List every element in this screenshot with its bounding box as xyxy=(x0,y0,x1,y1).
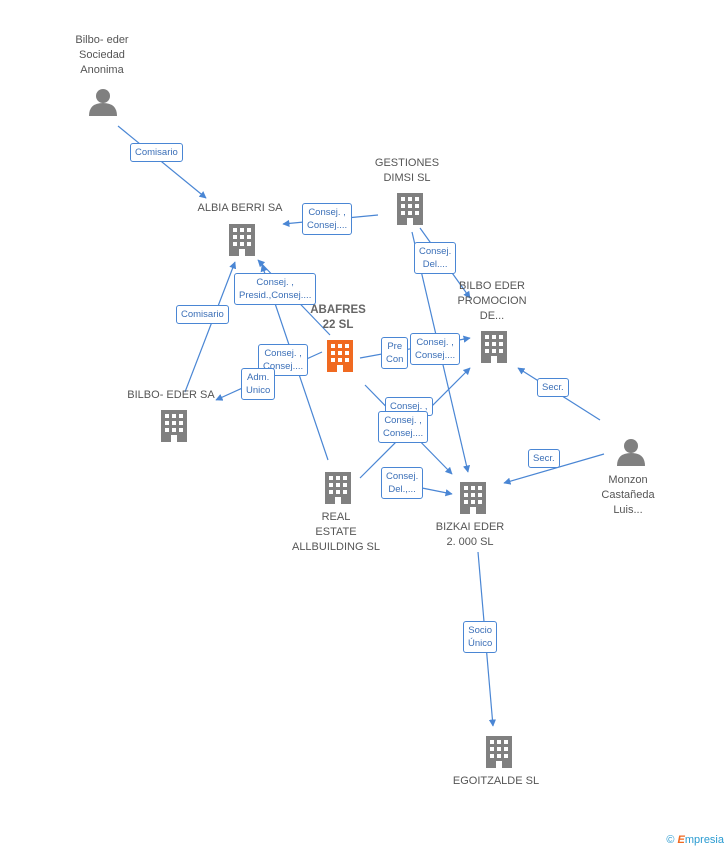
edges xyxy=(117,125,605,727)
edge-comisario-top xyxy=(117,125,207,199)
label-line: REAL xyxy=(321,511,351,523)
node-label-bilbo-eder-promocion[interactable]: BILBO EDER PROMOCION DE... xyxy=(457,279,526,324)
edge-label-line: Consej.... xyxy=(383,428,424,439)
node-label-egoitzalde[interactable]: EGOITZALDE SL xyxy=(453,774,539,789)
edge-label-line: Unico xyxy=(246,385,271,396)
edge-label-line: Del.,... xyxy=(388,484,416,495)
edge-label-line: Socio xyxy=(468,625,493,636)
edge-label-secr[interactable]: Secr. xyxy=(528,449,560,468)
node-label-bizkai-eder[interactable]: BIZKAI EDER 2. 000 SL xyxy=(436,520,504,550)
label-line: Luis... xyxy=(613,504,643,516)
edge-label-line: Presid.,Consej.... xyxy=(239,290,312,301)
copyright-icon: © xyxy=(666,834,675,846)
label-line: ESTATE xyxy=(315,526,357,538)
edge-label-consej-del[interactable]: Consej. Del.,... xyxy=(381,467,424,499)
label-line: GESTIONES xyxy=(374,157,440,169)
edge-label-line: Consej. , xyxy=(256,277,294,288)
edge-label-line: Comisario xyxy=(135,147,178,158)
edge-label-line: Consej. xyxy=(386,471,419,482)
edge-label-consej-presid[interactable]: Consej. , Presid.,Consej.... xyxy=(234,273,317,305)
label-line: Sociedad xyxy=(79,49,125,61)
brand-name: mpresia xyxy=(684,834,724,846)
building-icon xyxy=(481,331,507,363)
label-line: Anonima xyxy=(80,64,124,76)
edge-label-consej-del[interactable]: Consej. Del.... xyxy=(414,242,457,274)
edge-label-line: Consej. , xyxy=(264,348,302,359)
label-line: BIZKAI EDER xyxy=(435,521,505,533)
edge-label-line: Consej. , xyxy=(416,337,454,348)
edge-label-line: Consej.... xyxy=(263,361,304,372)
building-icon xyxy=(161,410,187,442)
edge-label-line: Secr. xyxy=(533,453,555,464)
edge-label-line: Del.... xyxy=(422,259,448,270)
edge-monzon-bizkai xyxy=(503,453,605,485)
edge-label-line: Con xyxy=(386,354,404,365)
label-line: PROMOCION xyxy=(457,295,527,307)
building-icon xyxy=(486,736,512,768)
label-line: ALBIA BERRI SA xyxy=(197,202,283,214)
label-line: Bilbo- eder xyxy=(75,34,129,46)
label-line: ALLBUILDING SL xyxy=(291,541,381,553)
edge-label-line: Adm. xyxy=(247,372,270,383)
edge-label-consej[interactable]: Consej. , Consej.... xyxy=(378,411,429,443)
node-label-bilbo-eder-sociedad[interactable]: Bilbo- eder Sociedad Anonima xyxy=(75,33,128,78)
edge-label-line: Consej.... xyxy=(415,350,456,361)
edge-label-consej[interactable]: Consej. , Consej.... xyxy=(410,333,461,365)
label-line: 22 SL xyxy=(322,319,354,331)
edge-label-line: Único xyxy=(468,638,493,649)
label-line: DIMSI SL xyxy=(383,172,431,184)
edge-label-comisario[interactable]: Comisario xyxy=(176,305,229,324)
node-label-bilbo-eder-sa[interactable]: BILBO- EDER SA xyxy=(127,388,214,403)
edge-label-line: Consej.... xyxy=(307,220,348,231)
brand-initial: E xyxy=(677,834,685,846)
empresia-logo[interactable]: © Empresia xyxy=(666,834,724,846)
building-icon xyxy=(397,193,423,225)
person-icon xyxy=(89,89,117,116)
node-label-monzon[interactable]: Monzon Castañeda Luis... xyxy=(601,473,654,518)
building-icon xyxy=(460,482,486,514)
edge-label-line: Comisario xyxy=(181,309,224,320)
label-line: BILBO- EDER SA xyxy=(127,389,215,401)
label-line: DE... xyxy=(479,310,505,322)
edge-label-consej[interactable]: Consej. , Consej.... xyxy=(302,203,353,235)
edge-label-line: Consej. , xyxy=(384,415,422,426)
label-line: ABAFRES xyxy=(310,304,366,316)
building-focus-icon xyxy=(327,340,353,372)
edge-label-socio-unico[interactable]: Socio Único xyxy=(463,621,498,653)
label-line: Monzon xyxy=(608,474,648,486)
edge-label-line: Consej. xyxy=(419,246,452,257)
building-icon xyxy=(229,224,255,256)
person-icon xyxy=(617,439,645,466)
label-line: 2. 000 SL xyxy=(446,536,494,548)
edge-label-adm-unico[interactable]: Adm. Unico xyxy=(241,368,276,400)
edge-label-line: Consej. , xyxy=(390,401,428,412)
edge-label-line: Secr. xyxy=(542,382,564,393)
edge-label-line: Pre xyxy=(387,341,403,352)
node-label-real-estate[interactable]: REAL ESTATE ALLBUILDING SL xyxy=(292,510,380,555)
label-line: EGOITZALDE SL xyxy=(452,775,540,787)
building-icon xyxy=(325,472,351,504)
edge-bilbo-albia xyxy=(184,261,237,393)
edge-label-comisario[interactable]: Comisario xyxy=(130,143,183,162)
label-line: Castañeda xyxy=(601,489,655,501)
label-line: BILBO EDER xyxy=(458,280,526,292)
node-label-albia-berri[interactable]: ALBIA BERRI SA xyxy=(198,201,283,216)
node-label-abafres[interactable]: ABAFRES 22 SL xyxy=(310,303,366,333)
edge-label-line: Consej. , xyxy=(308,207,346,218)
edge-label-presid[interactable]: Pre Con xyxy=(381,337,409,369)
node-label-gestiones-dimsi[interactable]: GESTIONES DIMSI SL xyxy=(375,156,439,186)
edge-label-secr[interactable]: Secr. xyxy=(537,378,569,397)
